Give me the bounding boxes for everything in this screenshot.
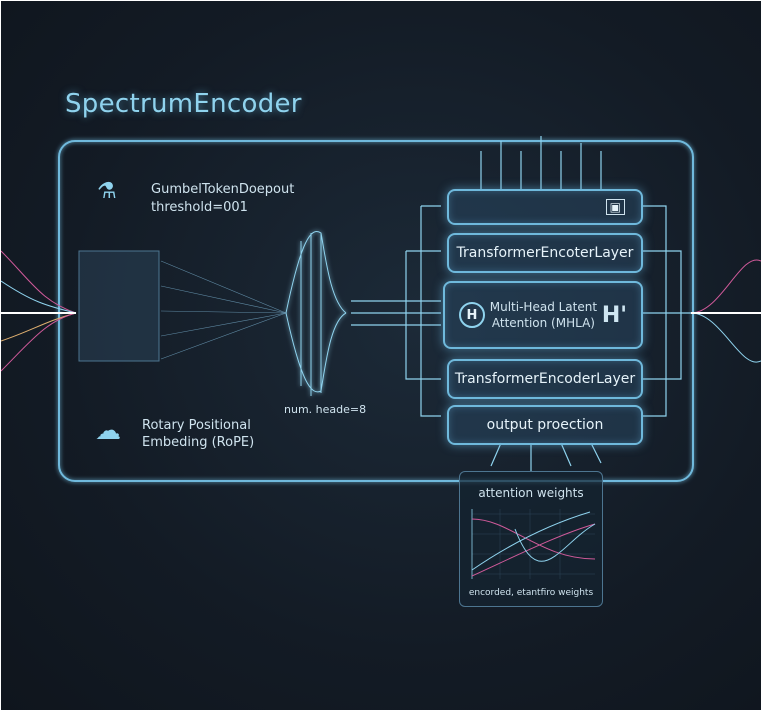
attention-weights-plot: [471, 509, 596, 579]
mhla-badge-left: H: [459, 302, 485, 328]
page-title: SpectrumEncoder: [65, 89, 302, 119]
mhla-label-line2: Attention (MHLA): [491, 316, 595, 330]
projection-rays: [160, 260, 287, 360]
beaker-icon: ⚗: [97, 179, 117, 204]
output-projection-block: output proection: [447, 405, 643, 445]
rope-label-line2: Embeding (RoPE): [142, 435, 255, 450]
transformer-encoder-layer-1: TransformerEncoterLayer: [447, 233, 643, 273]
num-heads-label: num. heade=8: [284, 403, 367, 416]
attention-panel-title: attention weights: [478, 486, 584, 500]
series-pink-1: [471, 518, 596, 560]
dropout-label: GumbelTokenDoepout: [151, 182, 295, 197]
output-signal-waves: [690, 259, 761, 363]
brain-icon: ☁: [95, 416, 121, 446]
mhla-label-line1: Multi-Head Latent: [489, 300, 598, 314]
transformer-encoder-layer-2: TransformerEncoderLayer: [447, 359, 643, 399]
token-grid: [78, 250, 160, 362]
series-pink-2: [471, 523, 596, 577]
attention-fan: [285, 231, 347, 396]
attention-panel-caption: encorded, etantfiro weights: [468, 588, 594, 598]
attention-weights-panel: attention weights encorded, etantfiro we…: [459, 471, 603, 607]
encoder-block-top: ▣: [447, 189, 643, 225]
dropout-threshold: threshold=001: [151, 200, 248, 215]
rope-label-line1: Rotary Positional: [142, 418, 251, 433]
mhla-block: H Multi-Head Latent Attention (MHLA) H': [443, 281, 643, 349]
encoder-container: [58, 140, 694, 482]
chip-icon: ▣: [605, 199, 625, 215]
input-signal-waves: [1, 250, 77, 372]
connector-arrows: [351, 136, 691, 471]
series-blue-1: [471, 511, 591, 571]
series-blue-2: [514, 523, 596, 562]
mhla-badge-right: H': [601, 302, 627, 328]
